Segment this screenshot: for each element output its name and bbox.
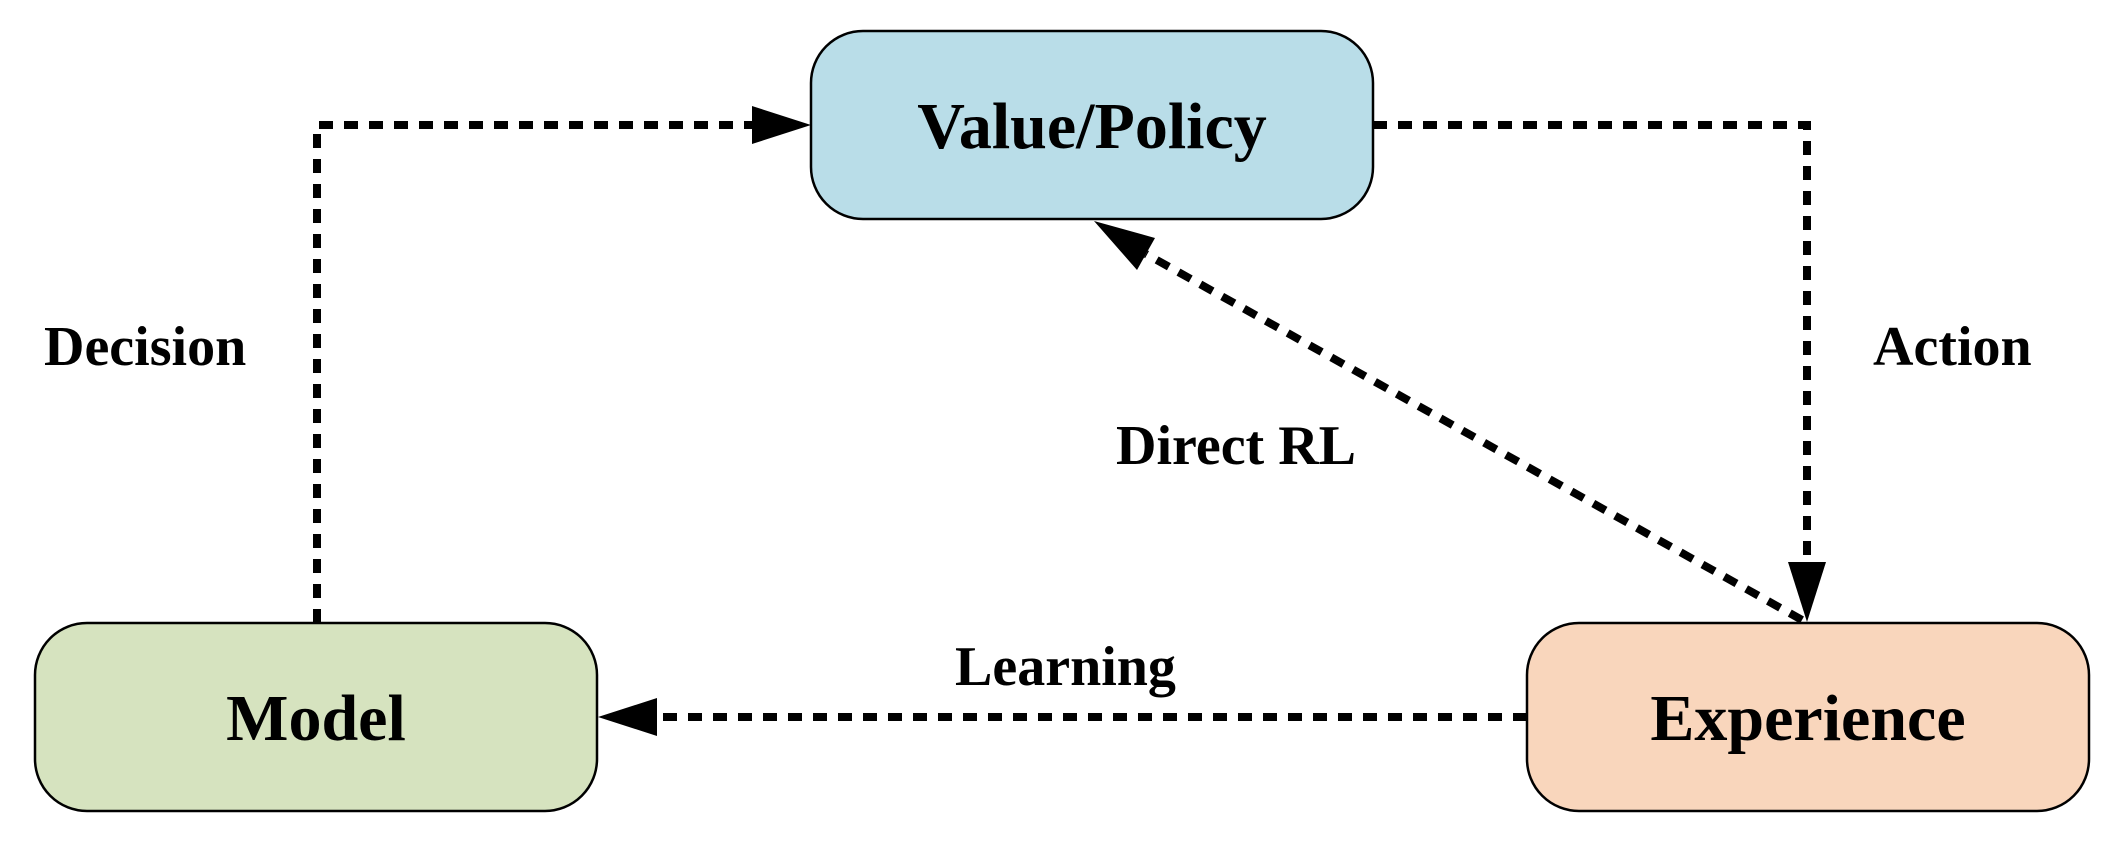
decision-arrowhead	[752, 106, 811, 144]
learning-label: Learning	[955, 636, 1176, 698]
direct-rl-arrowhead	[1094, 221, 1155, 270]
learning-arrow	[598, 698, 1527, 736]
action-arrow-line	[1373, 121, 1811, 562]
action-label: Action	[1873, 316, 2032, 378]
experience-label: Experience	[1650, 682, 1965, 755]
model-label: Model	[226, 682, 406, 755]
direct-rl-arrow	[1094, 221, 1804, 624]
action-arrow	[1373, 121, 1826, 622]
decision-arrow	[313, 106, 811, 623]
value-policy-label: Value/Policy	[917, 90, 1267, 163]
decision-arrow-line	[313, 121, 752, 623]
direct-rl-label: Direct RL	[1116, 415, 1356, 477]
learning-arrowhead	[598, 698, 657, 736]
action-arrowhead	[1788, 562, 1826, 622]
decision-label: Decision	[44, 316, 246, 378]
direct-rl-arrow-line	[1144, 250, 1804, 624]
